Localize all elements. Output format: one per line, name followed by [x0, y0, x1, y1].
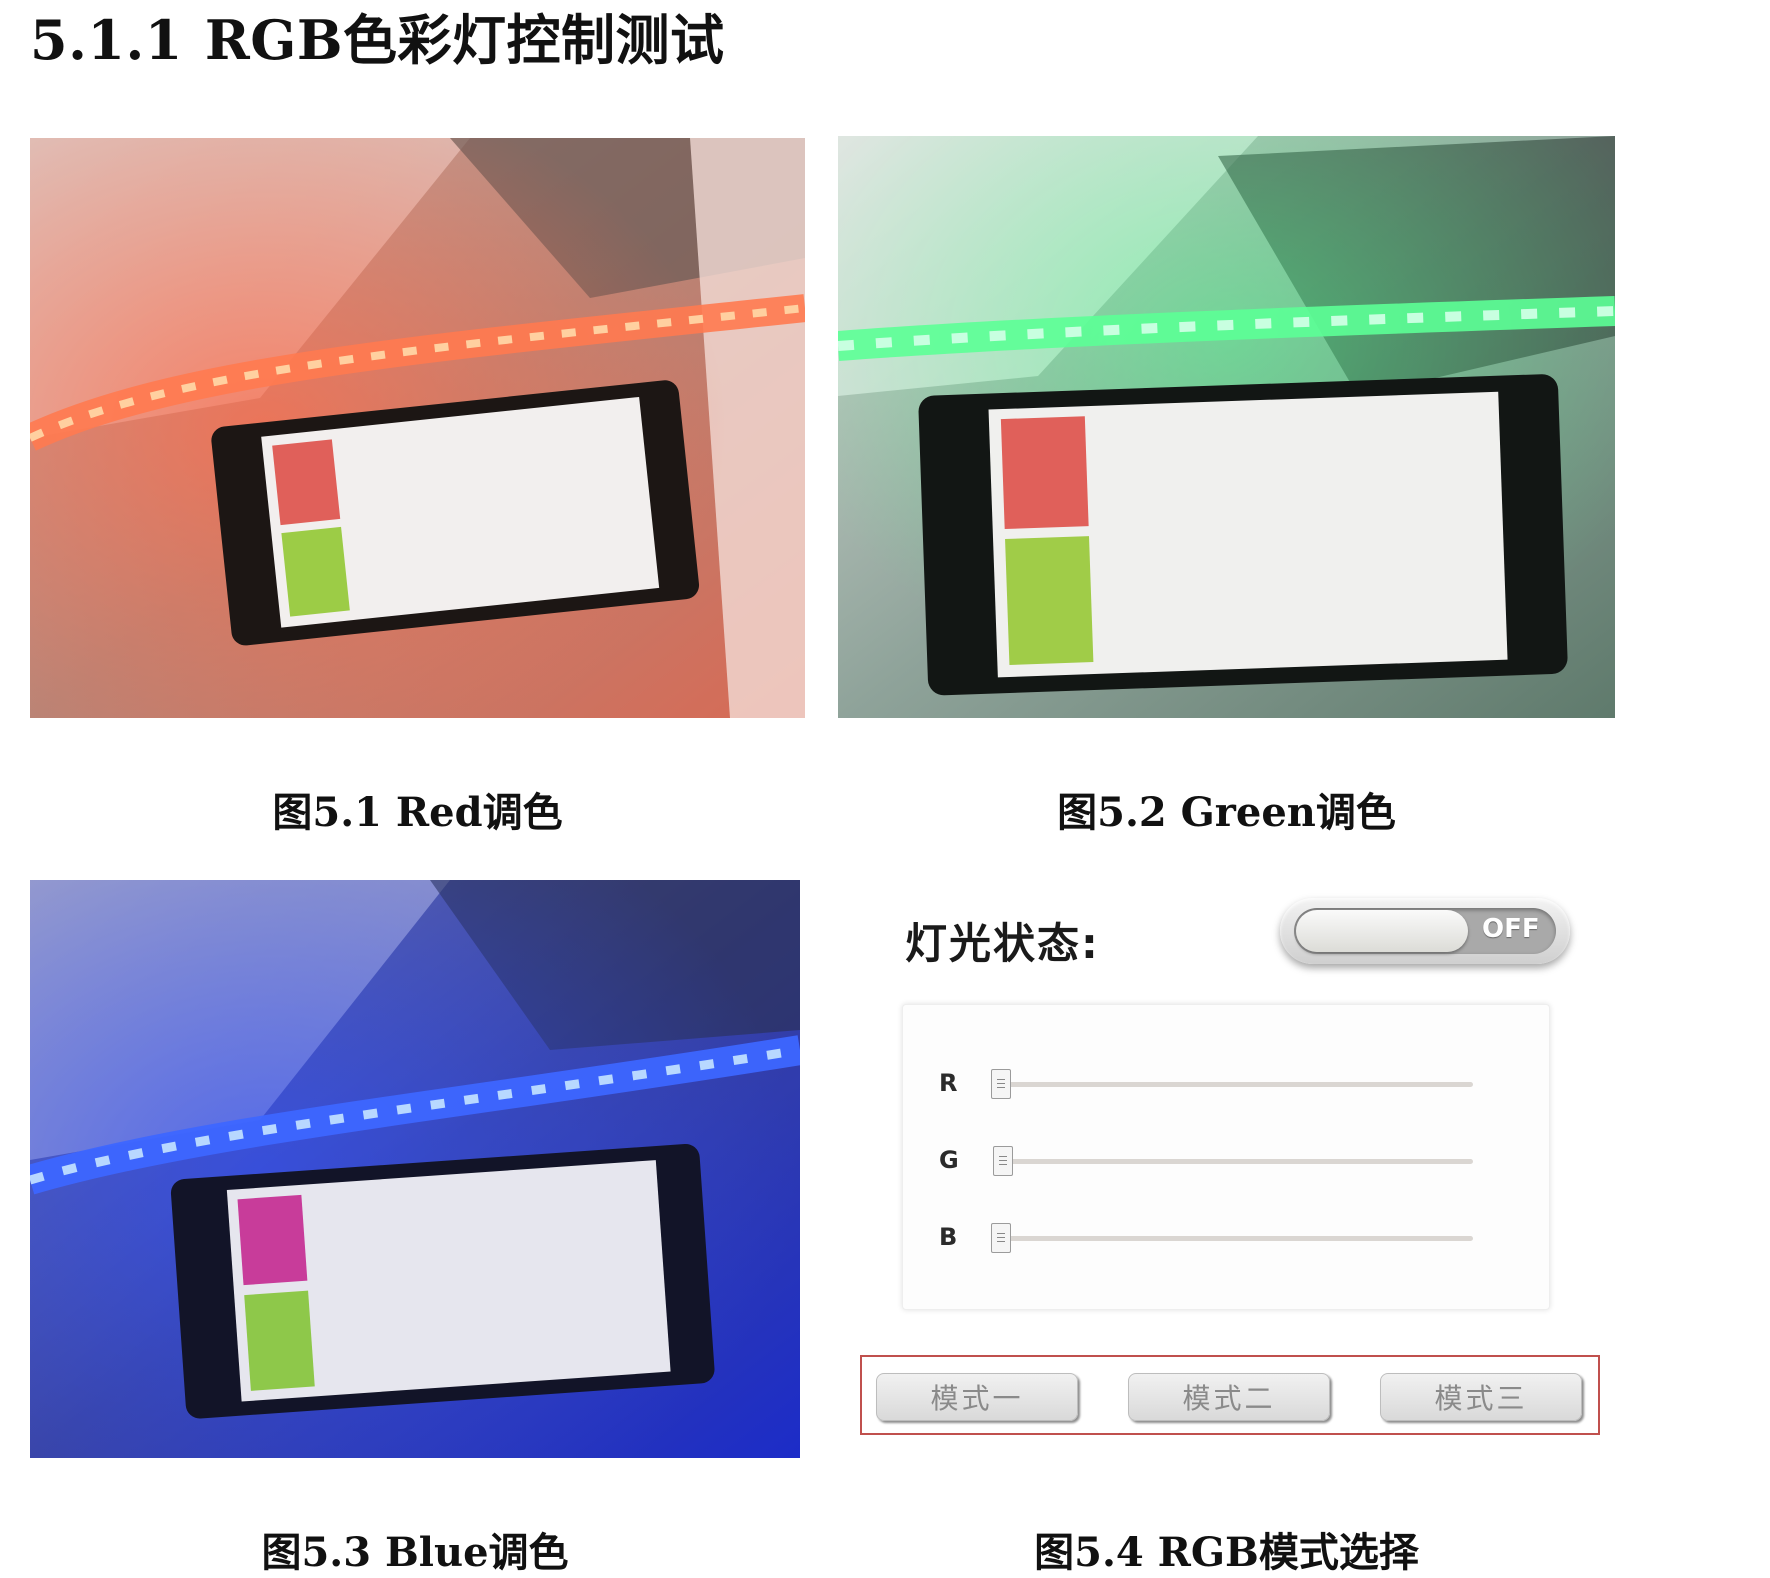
section-number: 5.1.1	[30, 8, 183, 72]
slider-track-r[interactable]	[999, 1082, 1473, 1087]
slider-track-g[interactable]	[999, 1159, 1473, 1164]
figure-5-4-caption: 图5.4 RGB模式选择	[1034, 1529, 1419, 1576]
photo-blue-led	[30, 880, 800, 1458]
switch-state-text: OFF	[1482, 914, 1540, 944]
rgb-control-panel: 灯光状态: OFF R G B 模式一 模式二 模式三	[860, 880, 1620, 1440]
figure-5-2-caption: 图5.2 Green调色	[1057, 789, 1396, 836]
photo-red-led	[30, 138, 805, 718]
slider-thumb-g[interactable]	[993, 1146, 1013, 1176]
slider-row-g: G	[903, 1142, 1549, 1182]
light-power-switch[interactable]: OFF	[1280, 898, 1570, 964]
slider-label-r: R	[939, 1069, 958, 1097]
mode-3-button[interactable]: 模式三	[1380, 1373, 1582, 1421]
slider-label-b: B	[939, 1223, 958, 1251]
photo-green-led	[838, 136, 1615, 718]
photo-blue-led-image	[30, 880, 800, 1458]
figure-5-3-caption: 图5.3 Blue调色	[261, 1529, 569, 1576]
photo-red-led-image	[30, 138, 805, 718]
photo-green-led-image	[838, 136, 1615, 718]
slider-track-b[interactable]	[999, 1236, 1473, 1241]
slider-thumb-r[interactable]	[991, 1069, 1011, 1099]
mode-selection-box: 模式一 模式二 模式三	[860, 1355, 1600, 1435]
slider-row-r: R	[903, 1065, 1549, 1105]
mode-1-button[interactable]: 模式一	[876, 1373, 1078, 1421]
slider-row-b: B	[903, 1219, 1549, 1259]
section-heading: 5.1.1 RGB色彩灯控制测试	[30, 0, 724, 75]
switch-knob[interactable]	[1296, 910, 1468, 952]
slider-thumb-b[interactable]	[991, 1223, 1011, 1253]
rgb-slider-card: R G B	[902, 1004, 1550, 1310]
mode-2-button[interactable]: 模式二	[1128, 1373, 1330, 1421]
light-status-label: 灯光状态:	[905, 919, 1100, 968]
section-title: RGB色彩灯控制测试	[204, 8, 725, 72]
slider-label-g: G	[939, 1146, 959, 1174]
figure-5-1-caption: 图5.1 Red调色	[272, 789, 563, 836]
